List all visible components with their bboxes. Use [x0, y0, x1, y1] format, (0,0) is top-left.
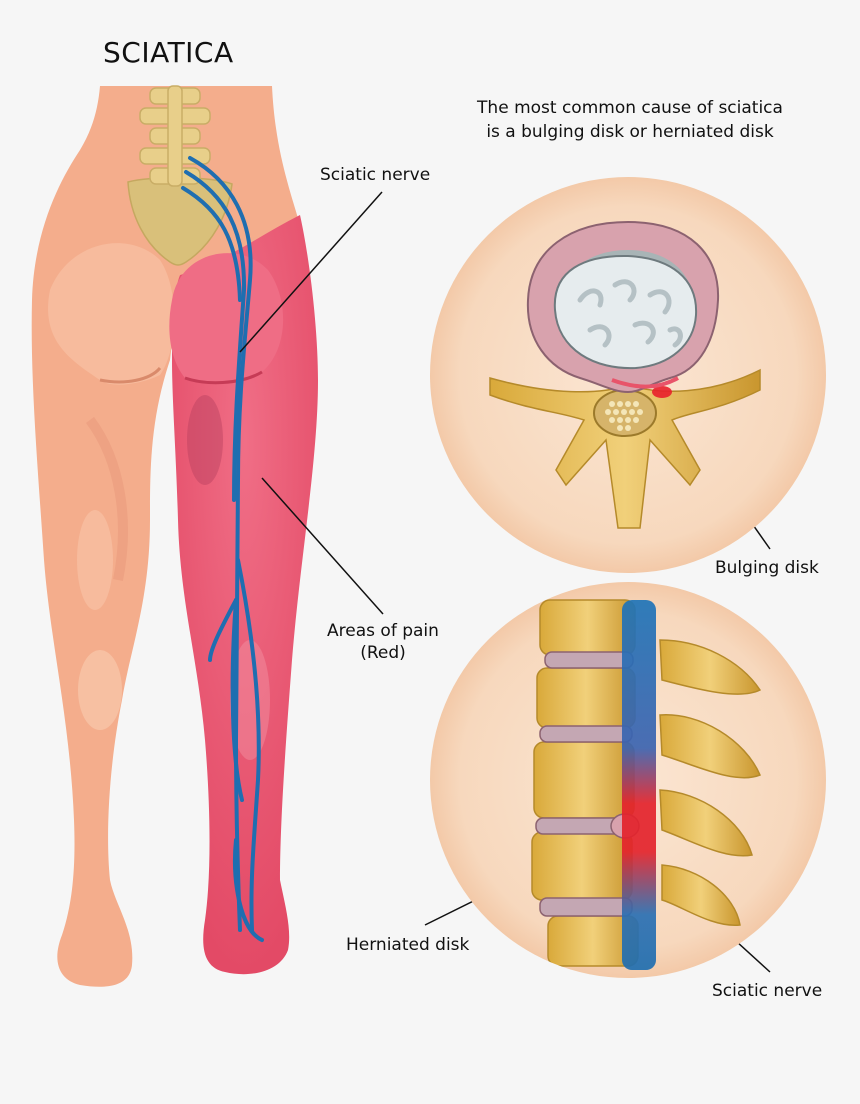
sciatic-nerve-leg [181, 156, 264, 942]
subtitle: The most common cause of sciatica is a b… [440, 96, 820, 144]
label-herniated-disk: Herniated disk [346, 935, 470, 955]
label-areas-of-pain-line-1: Areas of pain [327, 621, 439, 641]
herniated-disk-inset [430, 582, 826, 978]
disk-nucleus [553, 254, 698, 370]
left-buttock [48, 243, 175, 385]
lumbar-spine [139, 85, 211, 187]
label-bulging-disk: Bulging disk [715, 558, 819, 578]
label-sciatic-nerve-spine: Sciatic nerve [712, 981, 823, 1001]
label-areas-of-pain-line-2: (Red) [360, 643, 406, 663]
label-sciatic-nerve-leg: Sciatic nerve [320, 165, 431, 185]
diagram-title: SCIATICA [103, 36, 234, 69]
sciatic-nerve-column [622, 600, 656, 970]
right-buttock [169, 253, 284, 383]
label-areas-of-pain: Areas of pain (Red) [318, 620, 448, 664]
subtitle-line-2: is a bulging disk or herniated disk [486, 122, 774, 142]
subtitle-line-1: The most common cause of sciatica [477, 98, 783, 118]
body-back-view [31, 85, 318, 987]
bulging-disk-inset [430, 177, 826, 573]
